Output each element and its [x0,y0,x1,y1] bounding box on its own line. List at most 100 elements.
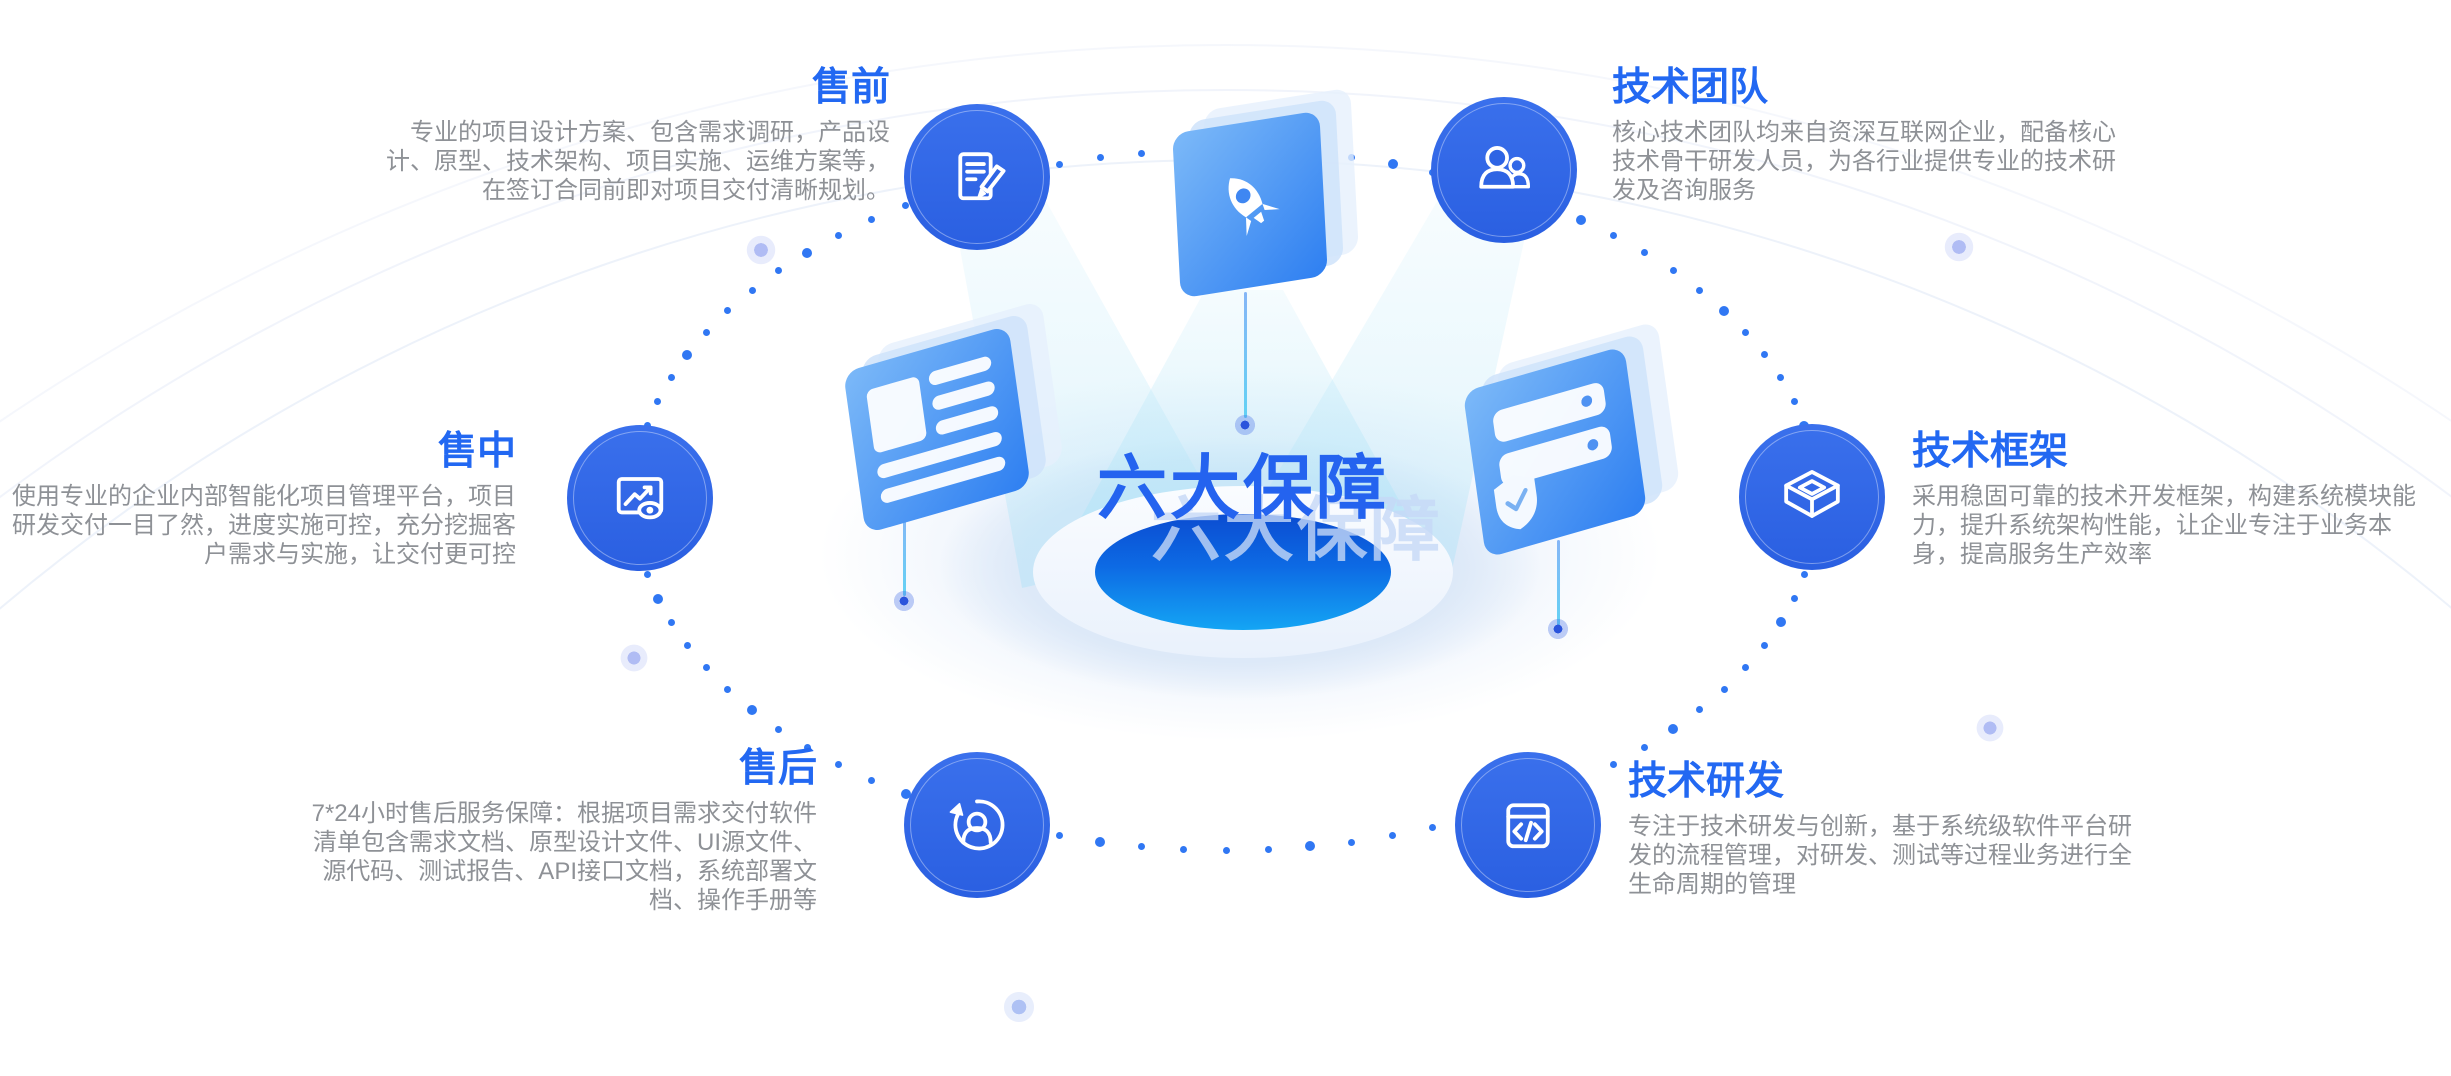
ring-dot [1348,154,1356,162]
cube-icon [1739,424,1885,570]
ring-dot [682,349,693,360]
ring-dot [724,307,732,315]
monitor-chart-eye-icon [567,425,713,571]
ring-dot [1790,397,1798,405]
ring-dot [1264,147,1272,155]
ring-dot [834,761,842,768]
ring-dot [1138,842,1146,850]
ring-dot [1305,841,1316,852]
section-tech-team: 技术团队 核心技术团队均来自资深互联网企业，配备核心技术骨干研发人员，为各行业提… [1612,66,2124,205]
section-title: 技术框架 [1912,430,2069,473]
ring-dot [775,725,783,733]
ring-dot [1389,832,1397,840]
section-desc: 使用专业的企业内部智能化项目管理平台，项目研发交付一目了然，进度实施可控，充分挖… [12,483,516,568]
ring-dot [1696,706,1704,714]
ring-dot [1429,824,1437,832]
decor-dot [1974,712,2006,744]
ring-dot [1387,159,1398,170]
center-title-ghost: 六大保障 [1151,491,1443,569]
ring-dot [867,216,875,224]
ring-dot [1138,150,1146,158]
ring-dot [1719,305,1730,316]
code-window-icon [1455,752,1601,898]
section-desc: 7*24小时售后服务保障：根据项目需求交付软件清单包含需求文档、原型设计文件、U… [311,800,817,914]
document-pencil-icon [904,104,1050,250]
ring-dot [1696,286,1704,294]
ring-dot [1264,845,1272,853]
ring-dot [1306,150,1314,158]
ring-dot [1641,743,1649,751]
stem-line [903,512,906,596]
user-refresh-icon [904,752,1050,898]
document-panel [843,300,1064,534]
ring-dot [1096,154,1104,162]
ring-dot [654,397,662,405]
section-after-sale: 售后 7*24小时售后服务保障：根据项目需求交付软件清单包含需求文档、原型设计文… [307,747,817,915]
ring-dot [867,776,875,784]
ring-dot [1775,617,1786,628]
ring-dot [1790,595,1798,603]
users-icon [1431,97,1577,243]
section-desc: 核心技术团队均来自资深互联网企业，配备核心技术骨干研发人员，为各行业提供专业的技… [1612,119,2116,204]
rocket-icon [1228,177,1280,236]
ring-dot [644,570,652,578]
ring-dot [1055,832,1063,840]
ring-dot [1668,724,1679,735]
section-title: 技术团队 [1612,66,1769,109]
ring-dot [1222,146,1230,154]
ring-dot [1742,328,1750,336]
server-panel [1462,320,1681,559]
stem-dot [892,589,916,613]
shield-check-icon [1493,475,1537,530]
ring-dot [702,664,710,672]
ring-dot [1761,641,1768,649]
section-in-sale: 售中 使用专业的企业内部智能化项目管理平台，项目研发交付一目了然，进度实施可控，… [6,430,516,569]
rocket-panel [1172,87,1359,299]
ring-dot [724,685,732,693]
section-title: 技术研发 [1628,760,1785,803]
ring-dot [747,704,758,715]
ring-dot [1095,837,1106,847]
section-pre-sale: 售前 专业的项目设计方案、包含需求调研，产品设计、原型、技术架构、项目实施、运维… [382,66,890,205]
ring-dot [834,231,842,239]
ring-dot [1669,267,1677,275]
section-title: 售中 [437,430,516,473]
ring-dot [1610,231,1618,239]
ring-dot [667,618,675,626]
section-title: 售前 [811,66,890,109]
ring-dot [1178,145,1189,156]
ring-dot [748,286,756,294]
ring-dot [1641,249,1649,256]
ring-dot [1610,761,1618,768]
section-desc: 采用稳固可靠的技术开发框架，构建系统模块能力，提升系统架构性能，让企业专注于业务… [1912,483,2416,568]
center-title: 六大保障 [1097,449,1389,527]
ring-dot [1575,214,1586,225]
ring-dot [1800,570,1808,578]
ring-dot [702,328,710,336]
stem-line [1557,540,1560,626]
ring-dot [667,374,675,382]
ring-dot [1348,838,1356,846]
decor-dot [744,233,778,267]
ring-dot [775,267,783,275]
stem-line [1244,292,1247,418]
section-title: 售后 [738,747,817,790]
ring-dot [1761,351,1768,359]
ring-dot [652,593,663,604]
ring-dot [1742,664,1750,672]
decor-dot [1942,230,1976,264]
section-desc: 专业的项目设计方案、包含需求调研，产品设计、原型、技术架构、项目实施、运维方案等… [386,119,890,204]
ring-dot [1222,846,1230,854]
stem-dot [1546,617,1570,641]
section-tech-framework: 技术框架 采用稳固可靠的技术开发框架，构建系统模块能力，提升系统架构性能，让企业… [1912,430,2426,569]
ring-dot [1055,160,1063,168]
decor-dot [1447,532,1483,568]
ring-dot [1180,845,1188,853]
ring-dot [1720,685,1728,693]
ring-dot [683,641,691,649]
decor-dot [1001,989,1037,1025]
ring-dot [1777,374,1785,382]
section-desc: 专注于技术研发与创新，基于系统级软件平台研发的流程管理，对研发、测试等过程业务进… [1628,813,2132,898]
ring-dot [802,247,813,258]
